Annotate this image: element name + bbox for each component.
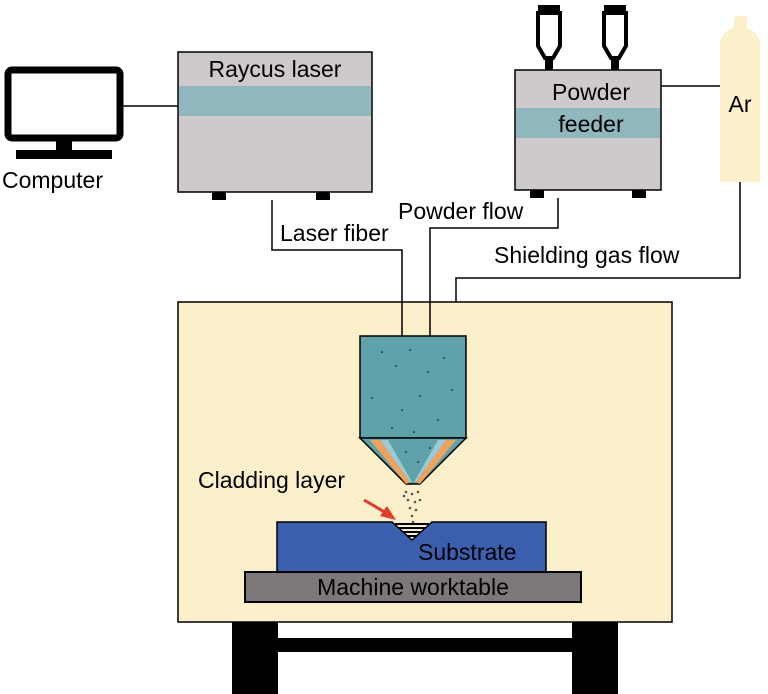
computer-label: Computer bbox=[2, 167, 103, 193]
cladding-nozzle bbox=[358, 335, 468, 485]
machine-worktable bbox=[244, 571, 582, 603]
laser-fiber-label: Laser fiber bbox=[280, 220, 389, 246]
substrate-label: Substrate bbox=[418, 539, 516, 565]
computer-icon bbox=[4, 66, 124, 159]
powder-feeder-unit bbox=[514, 69, 662, 198]
powder-hopper-icon bbox=[536, 5, 628, 70]
laser-fiber-line bbox=[271, 200, 403, 336]
cladding-layer bbox=[395, 523, 429, 537]
cladding-layer-label: Cladding layer bbox=[198, 467, 345, 493]
raycus-laser-unit bbox=[177, 51, 373, 200]
shielding-gas-label: Shielding gas flow bbox=[494, 242, 680, 268]
argon-label: Ar bbox=[729, 91, 752, 117]
powder-feeder-label-line1: Powder bbox=[552, 79, 630, 105]
laser-label: Raycus laser bbox=[209, 56, 342, 82]
shielding-gas-line bbox=[455, 182, 741, 302]
argon-tank-icon bbox=[720, 16, 760, 182]
powder-flow-line bbox=[429, 198, 559, 336]
machine-stand bbox=[232, 622, 618, 694]
powder-stream bbox=[402, 490, 422, 524]
worktable-label: Machine worktable bbox=[317, 574, 509, 600]
powder-flow-label: Powder flow bbox=[398, 198, 524, 224]
powder-feeder-label-line2: feeder bbox=[558, 111, 624, 137]
cladding-arrow-icon bbox=[363, 498, 396, 520]
